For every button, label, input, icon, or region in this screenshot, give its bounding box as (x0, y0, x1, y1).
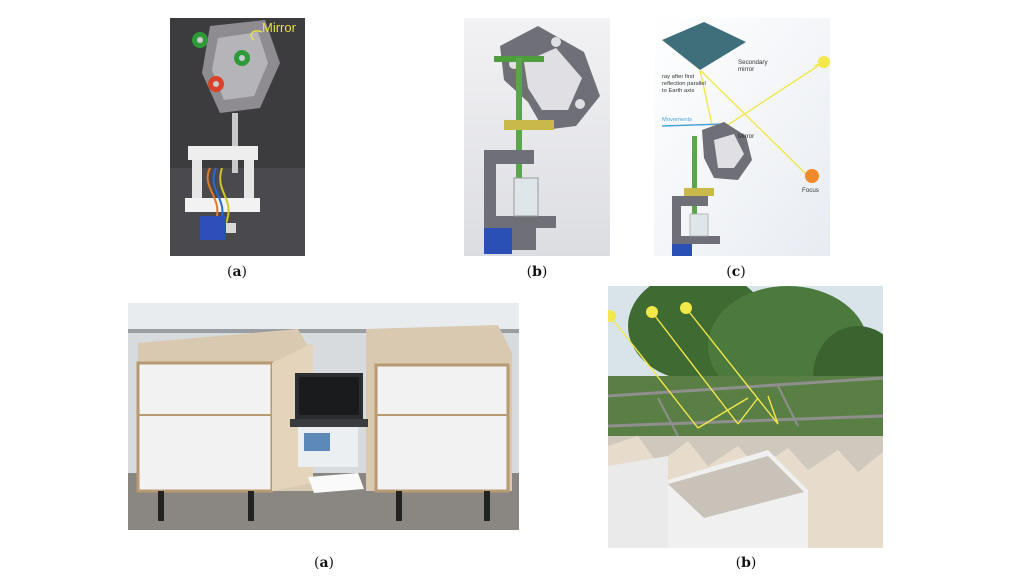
mirror-annotation: Mirror (250, 20, 297, 41)
ray-text-line-3: to Earth axis (662, 88, 694, 94)
secondary-mirror-label-2: mirror (738, 66, 754, 73)
caption-bottom-a: (a) (313, 555, 334, 571)
photo-prototype-mirror: Mirror (170, 18, 305, 256)
caption-top-b: (b) (526, 264, 548, 280)
caption-bottom-b: (b) (735, 555, 757, 571)
optical-diagram-labels: Secondary mirror ray after first reflect… (662, 59, 819, 194)
svg-text:Secondary mirror: Secondary mirror (738, 59, 769, 73)
caption-top-a: (a) (226, 264, 247, 280)
secondary-mirror-label-1: Secondary (738, 59, 768, 66)
photo-sun-rays-svg (608, 286, 883, 548)
focus-label: Focus (802, 187, 819, 194)
photo-prototype-svg (170, 18, 305, 256)
movements-label: Movements (662, 117, 692, 123)
ray-text-line-2: reflection parallel (662, 81, 706, 87)
caption-top-c: (c) (726, 264, 746, 280)
optical-diagram-svg (654, 18, 830, 256)
optical-diagram: Secondary mirror ray after first reflect… (654, 18, 830, 256)
mirror-annotation-text: Mirror (262, 20, 297, 35)
svg-text:ray after first reflecti: ray after first reflection parallel to E… (662, 74, 707, 94)
cad-render-svg (464, 18, 610, 256)
photo-boxes-svg (128, 303, 519, 530)
mirror-label: Mirror (738, 133, 754, 140)
cad-render-mechanism (464, 18, 610, 256)
photo-prototype-boxes (128, 303, 519, 530)
photo-sun-rays (608, 286, 883, 548)
secondary-mirror-shape (662, 22, 746, 70)
ray-text-line-1: ray after first (662, 74, 695, 80)
focus-point (805, 169, 819, 183)
